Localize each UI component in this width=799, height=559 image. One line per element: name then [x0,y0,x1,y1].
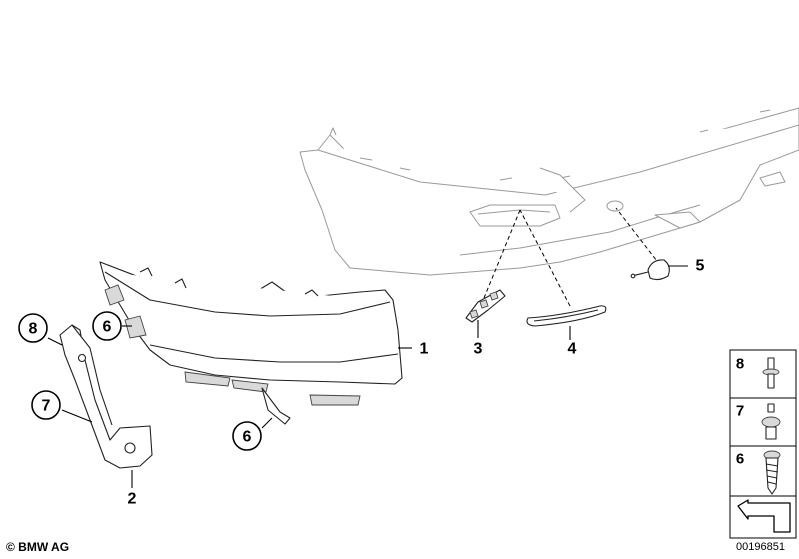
callout-6b: 6 [243,429,252,446]
part-2-bracket [59,324,153,469]
leader-8 [47,337,63,346]
fastener-legend: 8 7 6 [729,349,797,539]
part-3-reflector-bracket [465,289,506,323]
callout-circle-6a [92,311,122,341]
callout-8: 8 [29,321,38,338]
legend-number-6: 6 [736,451,744,468]
copyright-label: © BMW AG [6,540,70,554]
callout-6a: 6 [103,319,112,336]
legend-number-8: 8 [736,356,744,373]
rivet-icon [762,357,780,389]
callout-circle-8 [18,313,48,343]
callout-1: 1 [420,341,429,358]
leader-7 [61,409,93,423]
drawing-number: 00196851 [736,541,785,553]
callout-2: 2 [128,491,137,508]
part-4-reflector [526,305,607,327]
screw-icon [763,450,781,495]
callout-4: 4 [568,341,577,358]
part-1-bumper-side-section [99,261,403,425]
rear-bumper-background [299,107,799,276]
callout-circle-6b [232,421,262,451]
dashed-guide-3 [483,209,521,299]
callout-7: 7 [42,398,51,415]
legend-number-7: 7 [736,403,744,420]
callout-5: 5 [696,258,705,275]
expanding-clip-icon [761,403,781,440]
direction-arrow-icon [737,499,791,533]
callout-circle-7 [31,390,61,420]
dashed-guide-5 [615,207,661,266]
leader-6b [261,417,273,429]
callout-3: 3 [474,341,483,358]
part-5-tow-hook-cover [630,259,670,281]
